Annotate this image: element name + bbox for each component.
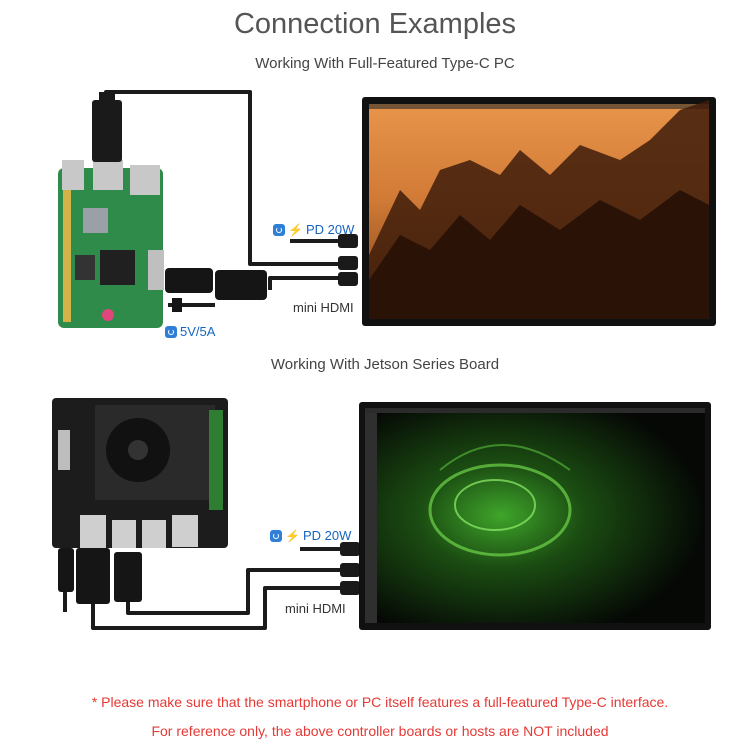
mini-hdmi-plug-1b [338, 272, 358, 286]
hdmi-plug-top [92, 100, 122, 162]
display-2 [359, 402, 711, 630]
note-line-1: * Please make sure that the smartphone o… [91, 694, 669, 710]
hdmi-cable-2 [91, 586, 340, 630]
usbc-plug-1 [338, 234, 358, 248]
usb-plug-jetson [114, 552, 142, 602]
section-1-subtitle: Working With Full-Featured Type-C PC [255, 55, 515, 72]
mini-hdmi-label-1: mini HDMI [293, 300, 354, 315]
pd-label-2-text: PD 20W [302, 528, 352, 543]
power-icon [165, 325, 177, 338]
mini-hdmi-label-2: mini HDMI [285, 601, 346, 616]
raspberry-pi-board [58, 160, 164, 328]
jetson-board [52, 398, 228, 550]
lightning-bolt-icon: ⚡ [288, 222, 303, 237]
cables-section-2 [63, 547, 340, 630]
mini-hdmi-plug-2a [340, 563, 360, 577]
power-plug-jetson [58, 548, 74, 592]
usb-cable-2 [126, 568, 340, 615]
pd-label-2: ⚡ PD 20W [270, 528, 351, 543]
power-icon [270, 529, 282, 542]
page-title: Connection Examples [233, 8, 517, 40]
display-1 [362, 97, 716, 326]
hdmi-plug-jetson [76, 548, 110, 604]
power-label-1-text: 5V/5A [180, 324, 216, 339]
usbc-plug-2 [340, 542, 360, 556]
pd-label-1-text: PD 20W [305, 222, 355, 237]
pd-label-1: ⚡ PD 20W [273, 222, 354, 237]
hdmi-cable-1b [268, 276, 338, 290]
mini-hdmi-plug-1a [338, 256, 358, 270]
lightning-bolt-icon: ⚡ [285, 528, 300, 543]
section-2-subtitle: Working With Jetson Series Board [270, 356, 500, 373]
hdmi-adapter-2 [215, 270, 267, 300]
power-label-1: 5V/5A [165, 324, 215, 339]
note-line-2: For reference only, the above controller… [151, 723, 609, 739]
power-icon [273, 223, 285, 236]
hdmi-adapter-1 [165, 268, 213, 293]
mini-hdmi-plug-2b [340, 581, 360, 595]
